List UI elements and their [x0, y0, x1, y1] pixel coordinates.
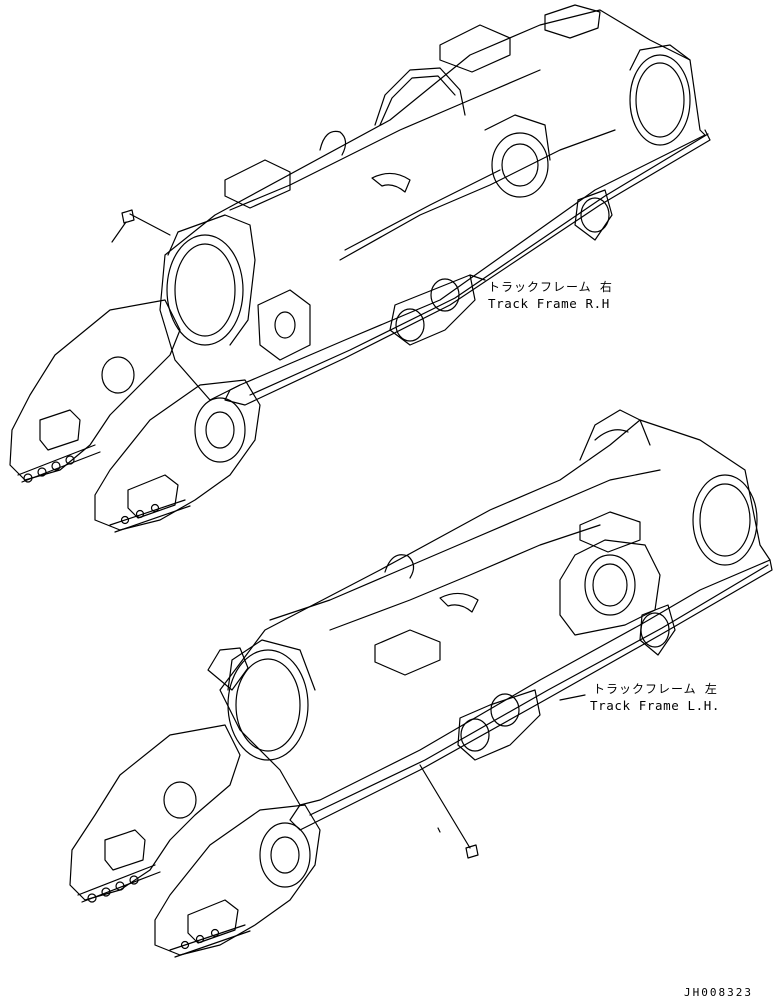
drawing-code: JH008323 — [684, 986, 753, 999]
track-frame-lh-label-en: Track Frame L.H. — [590, 698, 721, 713]
track-frame-lh-drawing — [69, 409, 773, 958]
track-frame-rh-label-ja: トラックフレーム 右 — [488, 280, 613, 294]
track-frame-rh-label-en: Track Frame R.H — [488, 296, 610, 311]
track-frame-lh-label-ja: トラックフレーム 左 — [593, 682, 718, 696]
track-frame-rh-drawing — [9, 4, 711, 533]
